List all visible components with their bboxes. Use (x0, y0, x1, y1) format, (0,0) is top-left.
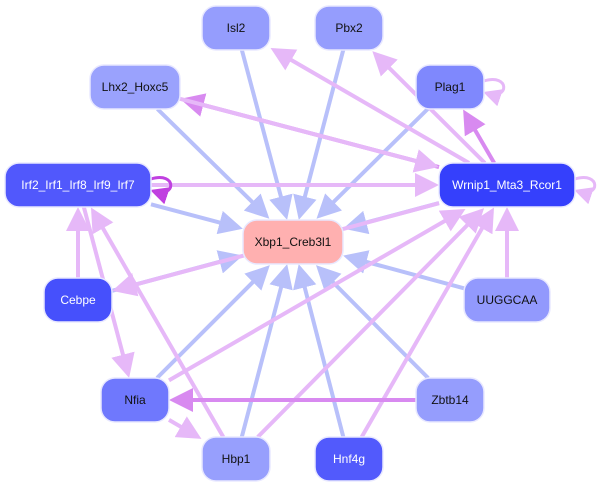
node-label: Plag1 (435, 80, 466, 94)
node-xbp1[interactable]: Xbp1_Creb3l1 (242, 219, 344, 265)
edge-zbtb14-to-xbp1 (316, 265, 430, 380)
node-label: Isl2 (227, 21, 246, 35)
edge-wrnip1-to-isl2 (270, 48, 471, 165)
edge-lhx2_hoxc5-to-xbp1 (156, 107, 270, 219)
node-wrnip1[interactable]: Wrnip1_Mta3_Rcor1 (438, 162, 576, 208)
node-box[interactable] (201, 5, 271, 51)
edge-nfia-to-xbp1 (155, 265, 270, 380)
node-box[interactable] (242, 219, 344, 265)
node-box[interactable] (463, 277, 551, 323)
node-label: Hbp1 (222, 452, 251, 466)
node-plag1[interactable]: Plag1 (415, 64, 485, 110)
node-box[interactable] (89, 64, 181, 110)
node-zbtb14[interactable]: Zbtb14 (415, 377, 485, 423)
edge-plag1-to-xbp1 (316, 107, 430, 219)
edge-nfia-to-wrnip1 (167, 208, 466, 383)
node-label: UUGGCAA (477, 293, 538, 307)
node-box[interactable] (438, 162, 576, 208)
edge-irf-to-xbp1 (150, 202, 243, 235)
node-label: Lhx2_Hoxc5 (102, 80, 169, 94)
node-uuggcaa[interactable]: UUGGCAA (463, 277, 551, 323)
node-label: Hnf4g (333, 452, 365, 466)
edge-uuggcaa-to-xbp1 (343, 250, 465, 291)
node-nfia[interactable]: Nfia (100, 377, 170, 423)
edge-lhx2_hoxc5-to-wrnip1 (179, 96, 439, 173)
node-cebpe[interactable]: Cebpe (43, 277, 113, 323)
node-hbp1[interactable]: Hbp1 (201, 436, 271, 482)
edge-wrnip1-to-plag1 (463, 109, 496, 165)
node-lhx2_hoxc5[interactable]: Lhx2_Hoxc5 (89, 64, 181, 110)
node-label: Wrnip1_Mta3_Rcor1 (452, 178, 562, 192)
edge-hnf4g-to-xbp1 (293, 264, 346, 438)
node-box[interactable] (43, 277, 113, 323)
node-isl2[interactable]: Isl2 (201, 5, 271, 51)
edge-wrnip1-to-wrnip1 (574, 176, 597, 205)
node-label: Nfia (124, 393, 146, 407)
node-box[interactable] (4, 162, 152, 208)
node-irf[interactable]: Irf2_Irf1_Irf8_Irf9_Irf7 (4, 162, 152, 208)
node-box[interactable] (415, 377, 485, 423)
node-label: Cebpe (60, 293, 96, 307)
node-label: Irf2_Irf1_Irf8_Irf9_Irf7 (21, 178, 135, 192)
edge-hbp1-to-xbp1 (239, 264, 293, 438)
node-pbx2[interactable]: Pbx2 (314, 5, 384, 51)
edge-plag1-to-plag1 (483, 78, 506, 107)
edge-pbx2-to-xbp1 (293, 49, 346, 220)
node-hnf4g[interactable]: Hnf4g (314, 436, 384, 482)
node-box[interactable] (201, 436, 271, 482)
node-label: Zbtb14 (431, 393, 469, 407)
node-label: Xbp1_Creb3l1 (255, 235, 332, 249)
node-box[interactable] (415, 64, 485, 110)
edge-nfia-to-hbp1 (167, 416, 202, 439)
node-box[interactable] (314, 436, 384, 482)
edge-irf-to-irf (150, 176, 173, 205)
node-box[interactable] (314, 5, 384, 51)
node-box[interactable] (100, 377, 170, 423)
edge-isl2-to-xbp1 (239, 49, 293, 220)
node-label: Pbx2 (335, 21, 363, 35)
